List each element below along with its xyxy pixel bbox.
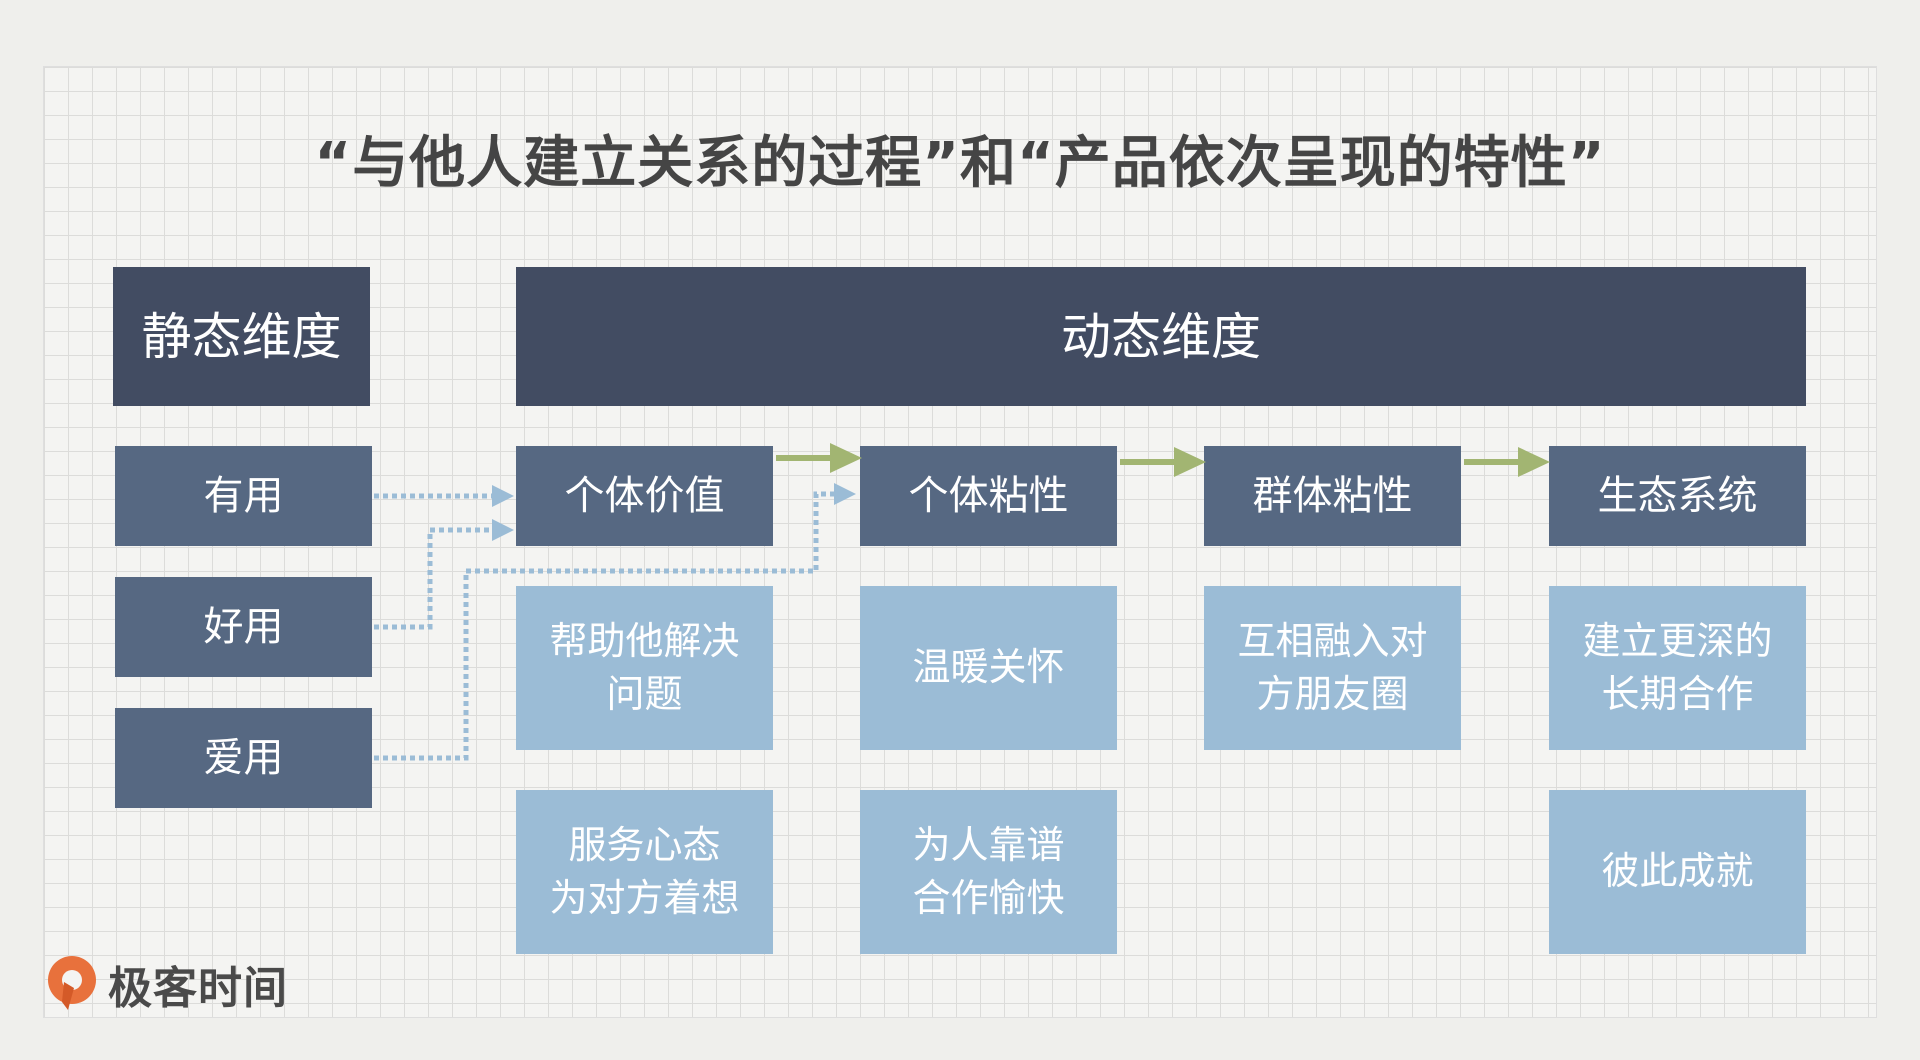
- detail-reliable: 为人靠谱 合作愉快: [860, 790, 1117, 954]
- static-item-label: 有用: [203, 473, 284, 519]
- geektime-logo-icon: [48, 956, 96, 1010]
- detail-line: 互相融入对: [1237, 618, 1428, 663]
- detail-line: 温暖关怀: [912, 645, 1065, 690]
- brand-name: 极客时间: [108, 963, 288, 1014]
- detail-line: 问题: [606, 672, 683, 716]
- detail-service-mindset: 服务心态 为对方着想: [516, 790, 773, 954]
- stage-group-stickiness: 群体粘性: [1204, 446, 1461, 546]
- stage-label: 生态系统: [1597, 473, 1758, 519]
- detail-line: 服务心态: [568, 822, 721, 867]
- static-item-label: 好用: [203, 604, 284, 650]
- stage-label: 个体粘性: [908, 473, 1069, 519]
- brand-logo: 极客时间: [44, 952, 288, 1016]
- detail-line: 合作愉快: [912, 876, 1065, 920]
- stage-individual-stickiness: 个体粘性: [860, 446, 1117, 546]
- dynamic-dimension-header: 动态维度: [516, 267, 1806, 406]
- detail-mutual-success: 彼此成就: [1549, 790, 1806, 954]
- dynamic-dimension-header-label: 动态维度: [1061, 307, 1261, 366]
- static-item-label: 爱用: [203, 735, 284, 781]
- static-dimension-header-label: 静态维度: [141, 307, 342, 366]
- detail-line: 彼此成就: [1601, 849, 1754, 894]
- detail-line: 建立更深的: [1582, 618, 1773, 663]
- detail-solve-problems: 帮助他解决 问题: [516, 586, 773, 750]
- detail-join-friend-circle: 互相融入对 方朋友圈: [1204, 586, 1461, 750]
- detail-warm-care: 温暖关怀: [860, 586, 1117, 750]
- detail-deeper-cooperation: 建立更深的 长期合作: [1549, 586, 1806, 750]
- stage-label: 个体价值: [564, 473, 725, 519]
- static-item-easy-to-use: 好用: [115, 577, 372, 677]
- static-item-useful: 有用: [115, 446, 372, 546]
- detail-line: 为对方着想: [549, 876, 740, 920]
- detail-line: 方朋友圈: [1256, 672, 1409, 716]
- detail-line: 为人靠谱: [912, 822, 1065, 867]
- stage-label: 群体粘性: [1252, 473, 1413, 519]
- stage-individual-value: 个体价值: [516, 446, 773, 546]
- stage-ecosystem: 生态系统: [1549, 446, 1806, 546]
- static-dimension-header: 静态维度: [113, 267, 370, 406]
- slide-title: “与他人建立关系的过程”和“产品依次呈现的特性”: [314, 131, 1606, 196]
- static-item-loved: 爱用: [115, 708, 372, 808]
- detail-line: 长期合作: [1601, 672, 1754, 716]
- detail-line: 帮助他解决: [549, 618, 740, 663]
